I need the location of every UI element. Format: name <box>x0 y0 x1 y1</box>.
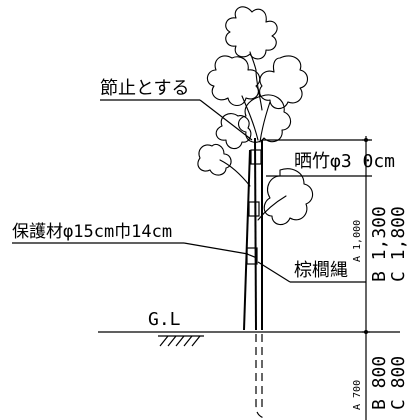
protector-label: 保護材φ15cm巾14cm <box>12 222 172 242</box>
protector-leader <box>183 242 249 255</box>
ground-line <box>98 331 400 347</box>
lower-dim-a: A 700 <box>352 380 363 410</box>
bamboo-stake <box>254 137 265 419</box>
ground-level-label: G.L <box>148 309 181 330</box>
lower-dim-c: C 800 <box>388 356 408 410</box>
rope-label: 棕櫚縄 <box>294 260 348 281</box>
tree-canopy <box>197 6 314 226</box>
tree-trunk <box>243 140 264 331</box>
upper-dim-b: B 1,300 <box>369 206 390 282</box>
bamboo-label: 晒竹φ3 0cm <box>294 151 395 172</box>
knot-label: 節止とする <box>100 78 189 99</box>
upper-dim-a: A 1,000 <box>352 220 363 262</box>
upper-dim-c: C 1,800 <box>388 206 408 282</box>
lower-dim-b: B 800 <box>369 356 390 410</box>
rope-leader <box>257 261 291 283</box>
knot-leader <box>199 99 253 141</box>
rope-ties <box>246 149 262 265</box>
dimension-line <box>362 136 370 420</box>
